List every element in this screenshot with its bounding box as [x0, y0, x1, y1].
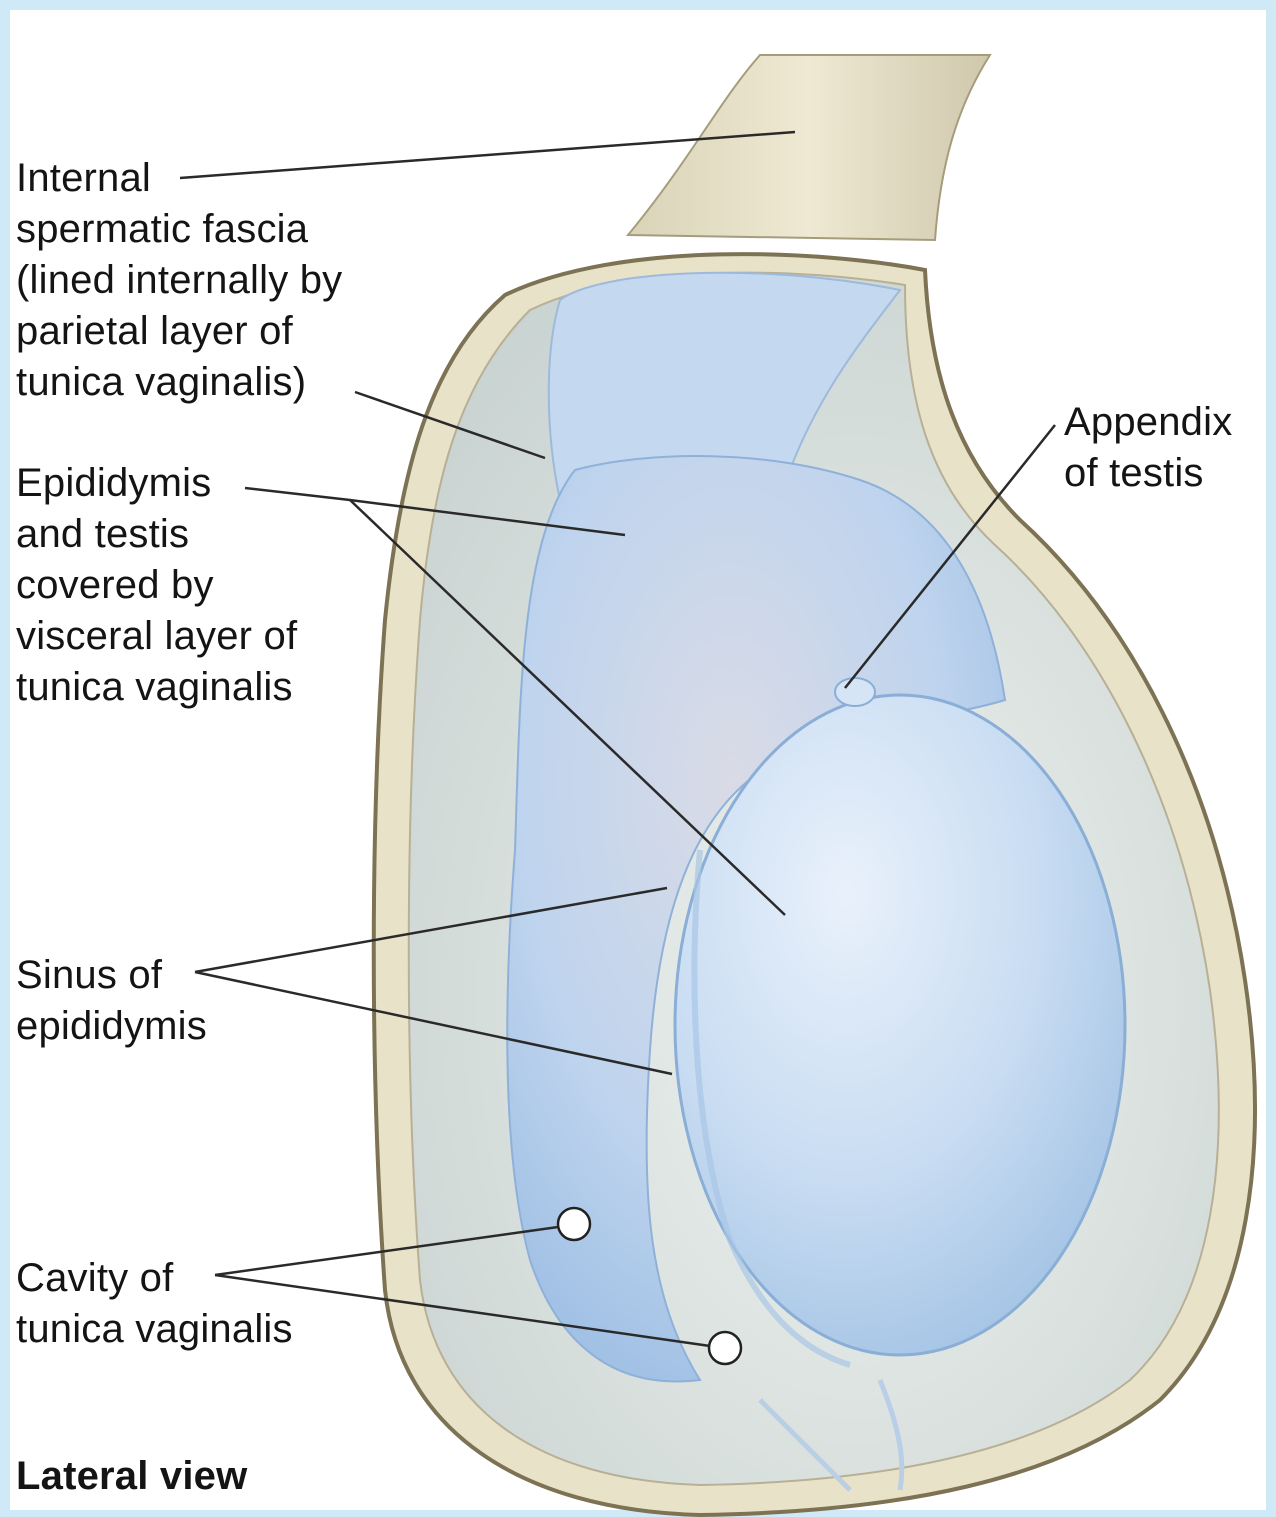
label-internal-spermatic-fascia: Internal spermatic fascia (lined interna…	[16, 153, 342, 408]
cavity-marker-upper	[558, 1208, 590, 1240]
testis	[675, 695, 1125, 1355]
appendix-of-testis	[835, 678, 875, 706]
label-appendix-of-testis: Appendix of testis	[1064, 397, 1232, 499]
label-epididymis-and-testis: Epididymis and testis covered by viscera…	[16, 458, 297, 713]
spermatic-cord	[628, 55, 990, 240]
label-lateral-view: Lateral view	[16, 1451, 247, 1502]
cavity-marker-lower	[709, 1332, 741, 1364]
label-cavity-of-tunica-vaginalis: Cavity of tunica vaginalis	[16, 1253, 293, 1355]
label-sinus-of-epididymis: Sinus of epididymis	[16, 950, 207, 1052]
